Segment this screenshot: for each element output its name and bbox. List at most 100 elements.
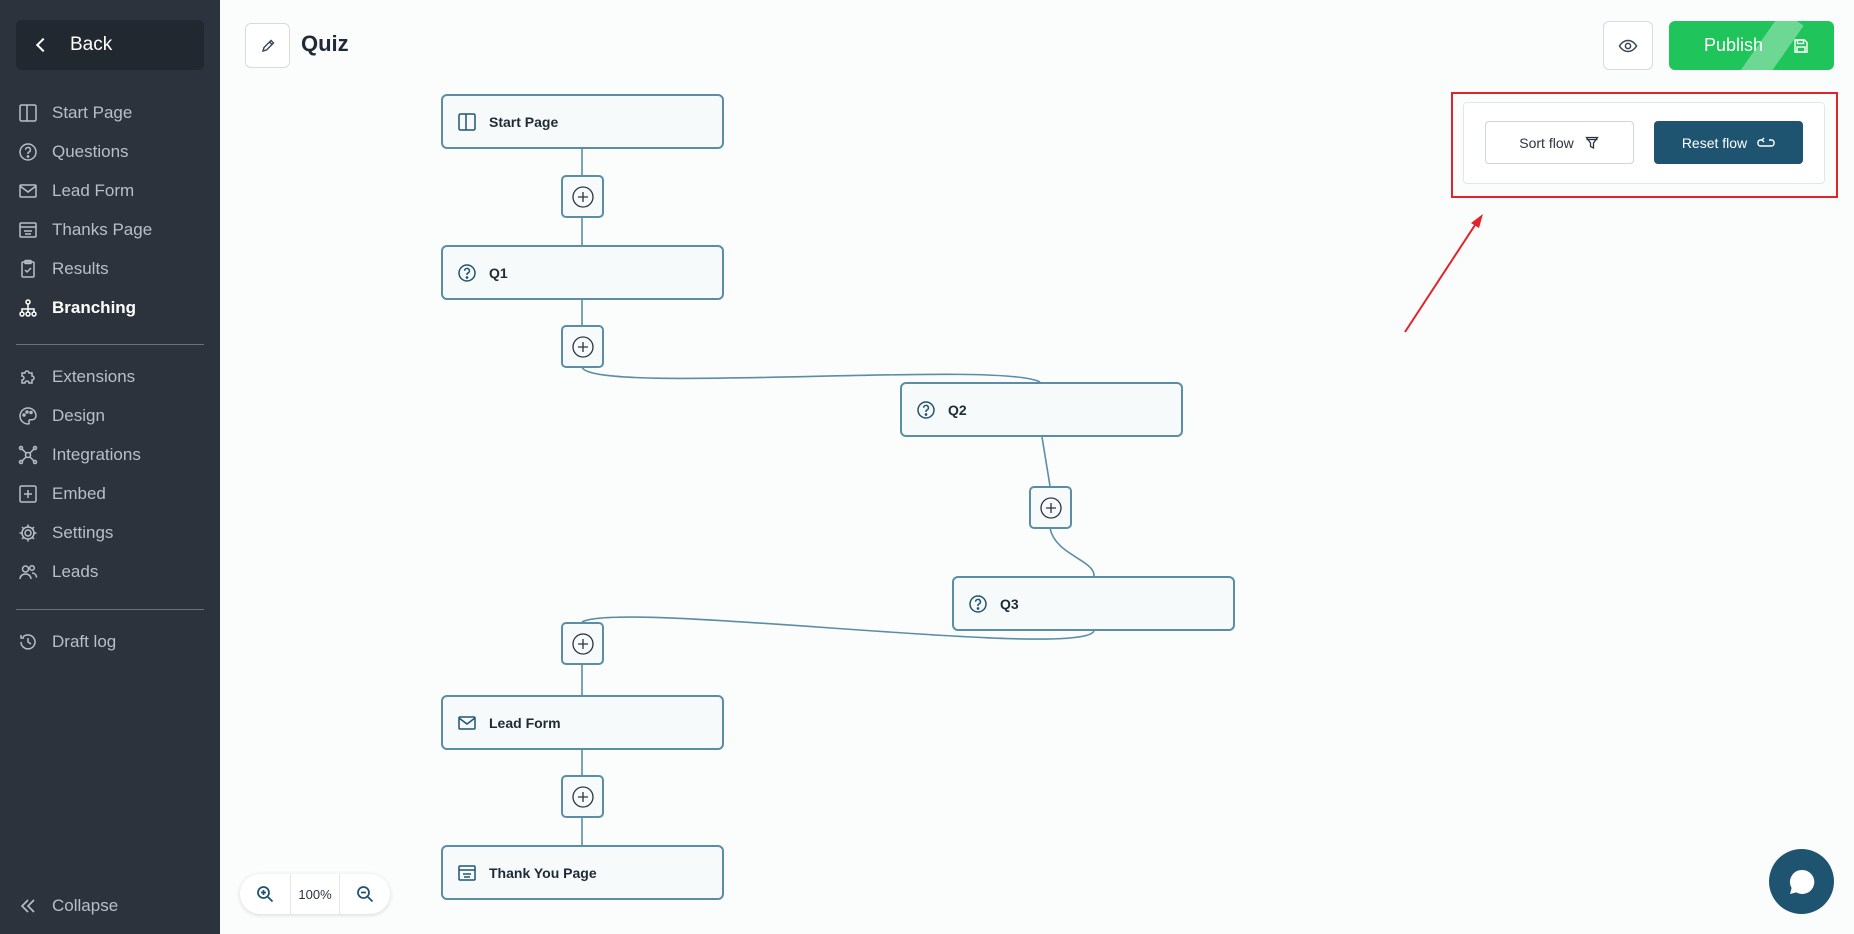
sidebar-item-label: Design <box>52 405 105 425</box>
zoom-level: 100% <box>290 874 340 914</box>
publish-label: Publish <box>1703 35 1764 55</box>
embed-icon <box>19 484 37 503</box>
sidebar-item-label: Lead Form <box>52 180 135 200</box>
sort-flow-label: Sort flow <box>1519 134 1574 151</box>
collapse-button[interactable]: Collapse <box>18 896 118 916</box>
sidebar-nav-main: Start Page Questions Lead Form Thanks Pa… <box>0 93 220 327</box>
chevron-left-icon <box>35 37 51 53</box>
node-label: Q3 <box>1000 595 1019 612</box>
flow-node-q2[interactable]: Q2 <box>900 382 1183 437</box>
sidebar-nav-secondary: Extensions Design Integrations Embed Set… <box>0 357 220 591</box>
add-node-button[interactable] <box>561 325 604 368</box>
chat-bubble-icon <box>1789 869 1814 894</box>
node-label: Start Page <box>489 113 559 130</box>
puzzle-icon <box>21 369 35 384</box>
sidebar-item-start-page[interactable]: Start Page <box>0 93 220 132</box>
reset-icon <box>1757 137 1775 147</box>
palette-icon <box>19 406 37 425</box>
zoom-out-button[interactable] <box>340 874 390 914</box>
flow-node-q3[interactable]: Q3 <box>952 576 1235 631</box>
sidebar-item-label: Extensions <box>52 366 136 386</box>
sidebar-divider <box>16 344 204 345</box>
back-button[interactable]: Back <box>16 20 204 70</box>
node-label: Lead Form <box>489 714 561 731</box>
flow-node-thank-you-page[interactable]: Thank You Page <box>441 845 724 900</box>
sidebar-item-embed[interactable]: Embed <box>0 474 220 513</box>
node-label: Q2 <box>948 401 967 418</box>
annotation-highlight-box <box>1451 92 1838 198</box>
chat-widget-button[interactable] <box>1769 849 1834 914</box>
sidebar-item-lead-form[interactable]: Lead Form <box>0 171 220 210</box>
sidebar-item-draft-log[interactable]: Draft log <box>0 622 220 661</box>
zoom-in-icon <box>257 886 274 903</box>
sidebar-item-leads[interactable]: Leads <box>0 552 220 591</box>
plus-circle-icon <box>571 785 594 808</box>
publish-button[interactable]: Publish <box>1669 21 1834 70</box>
add-node-button[interactable] <box>561 622 604 665</box>
sidebar-item-label: Draft log <box>52 631 117 651</box>
users-icon <box>19 564 38 579</box>
sidebar-item-label: Start Page <box>52 102 133 122</box>
zoom-out-icon <box>357 886 374 903</box>
plus-circle-icon <box>571 185 594 208</box>
sidebar-item-label: Results <box>52 258 109 278</box>
flow-node-lead-form[interactable]: Lead Form <box>441 695 724 750</box>
thanks-page-icon <box>458 864 476 881</box>
branching-icon <box>19 298 37 317</box>
envelope-icon <box>19 183 37 198</box>
clipboard-icon <box>21 259 35 278</box>
preview-button[interactable] <box>1603 21 1653 70</box>
sidebar-item-label: Integrations <box>52 444 141 464</box>
add-node-button[interactable] <box>561 775 604 818</box>
sidebar-item-design[interactable]: Design <box>0 396 220 435</box>
eye-icon <box>1618 39 1638 52</box>
plus-circle-icon <box>571 632 594 655</box>
edge-q2-to-add3 <box>1041 436 1051 487</box>
sidebar-item-label: Branching <box>52 297 137 317</box>
edge-add3-to-q3 <box>1049 527 1095 577</box>
sidebar-item-results[interactable]: Results <box>0 249 220 288</box>
question-circle-icon <box>969 594 987 613</box>
node-label: Thank You Page <box>489 864 597 881</box>
thanks-page-icon <box>19 221 37 238</box>
sidebar-item-extensions[interactable]: Extensions <box>0 357 220 396</box>
flow-node-start-page[interactable]: Start Page <box>441 94 724 149</box>
sidebar-item-label: Thanks Page <box>52 219 153 239</box>
question-circle-icon <box>458 263 476 282</box>
annotation-arrow <box>1404 214 1483 333</box>
question-circle-icon <box>917 400 935 419</box>
funnel-icon <box>1584 136 1599 149</box>
edge-add2-to-q2 <box>581 366 1041 383</box>
add-node-button[interactable] <box>561 175 604 218</box>
zoom-controls: 100% <box>240 874 390 914</box>
collapse-label: Collapse <box>52 896 119 915</box>
sidebar-item-thanks-page[interactable]: Thanks Page <box>0 210 220 249</box>
page-title: Quiz <box>301 31 349 56</box>
sidebar-item-label: Leads <box>52 561 99 581</box>
back-label: Back <box>70 34 113 55</box>
plus-circle-icon <box>571 335 594 358</box>
sidebar-item-integrations[interactable]: Integrations <box>0 435 220 474</box>
flow-node-q1[interactable]: Q1 <box>441 245 724 300</box>
sidebar-item-branching[interactable]: Branching <box>0 288 220 327</box>
add-node-button[interactable] <box>1029 486 1072 529</box>
integrations-icon <box>18 445 38 464</box>
zoom-in-button[interactable] <box>240 874 290 914</box>
sidebar-item-label: Embed <box>52 483 106 503</box>
reset-flow-button[interactable]: Reset flow <box>1654 121 1803 164</box>
reset-flow-label: Reset flow <box>1681 134 1748 151</box>
layout-icon <box>19 103 37 122</box>
sidebar: Back Start Page Questions Lead Form Than… <box>0 0 220 934</box>
double-chevron-left-icon <box>20 899 35 913</box>
layout-icon <box>458 112 476 131</box>
save-icon <box>1794 38 1808 53</box>
history-icon <box>20 633 36 650</box>
flow-controls-panel: Sort flow Reset flow <box>1463 102 1825 184</box>
sidebar-divider <box>16 609 204 610</box>
node-label: Q1 <box>489 264 508 281</box>
plus-circle-icon <box>1039 496 1062 519</box>
sidebar-item-settings[interactable]: Settings <box>0 513 220 552</box>
sidebar-item-questions[interactable]: Questions <box>0 132 220 171</box>
edit-title-button[interactable] <box>245 23 290 68</box>
sort-flow-button[interactable]: Sort flow <box>1485 121 1634 164</box>
